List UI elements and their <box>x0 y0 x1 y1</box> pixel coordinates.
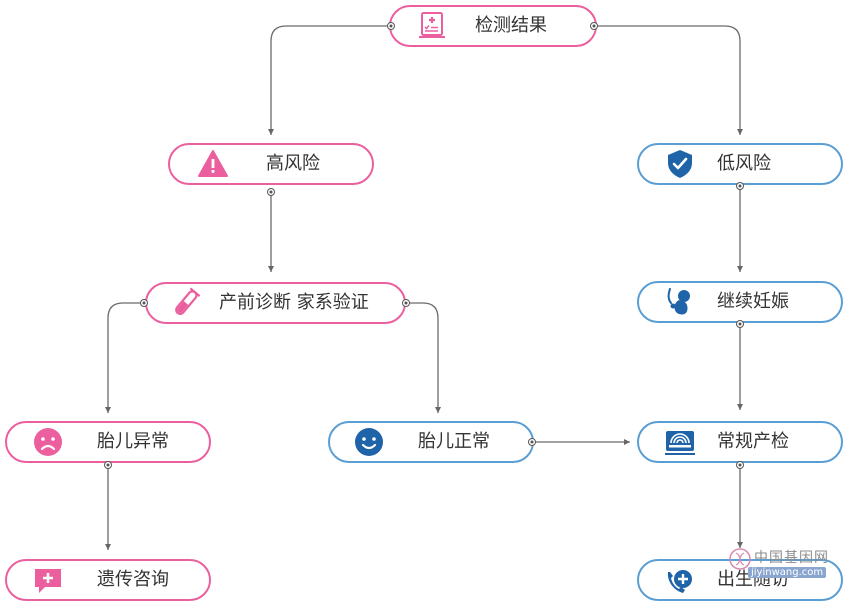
phone-plus-icon <box>667 570 692 593</box>
node-prenatal-diagnosis-label: 产前诊断 家系验证 <box>219 292 369 313</box>
fetus-icon <box>667 288 690 315</box>
port-result-left <box>387 22 395 30</box>
port-routine-bottom <box>736 461 744 469</box>
node-genetic-counseling-label: 遗传咨询 <box>97 569 169 590</box>
node-fetal-normal-label: 胎儿正常 <box>418 431 490 452</box>
node-result-label: 检测结果 <box>475 15 547 36</box>
port-high-bottom <box>267 188 275 196</box>
test-tube-icon <box>175 287 201 315</box>
port-abnormal-bottom <box>104 461 112 469</box>
chat-plus-icon <box>35 569 61 593</box>
node-routine-checkup: 常规产检 <box>637 421 843 463</box>
edge-prenatal-normal <box>405 302 441 413</box>
watermark-logo-icon <box>729 548 751 570</box>
node-high-risk-label: 高风险 <box>266 153 320 174</box>
node-fetal-abnormal-label: 胎儿异常 <box>97 431 169 452</box>
warning-icon <box>198 150 228 177</box>
edge-result-low <box>594 25 743 135</box>
report-icon <box>419 12 445 38</box>
port-result-right <box>590 22 598 30</box>
node-high-risk: 高风险 <box>168 143 374 185</box>
port-prenatal-left <box>140 299 148 307</box>
node-result: 检测结果 <box>389 5 597 47</box>
sad-face-icon <box>34 428 62 456</box>
ultrasound-icon <box>665 431 695 455</box>
node-genetic-counseling: 遗传咨询 <box>5 559 211 601</box>
node-routine-checkup-label: 常规产检 <box>717 431 789 452</box>
watermark: 中国基因网 jiyinwang.com <box>728 547 838 587</box>
port-low-bottom <box>736 182 744 190</box>
port-prenatal-right <box>402 299 410 307</box>
node-fetal-normal: 胎儿正常 <box>328 421 534 463</box>
node-fetal-abnormal: 胎儿异常 <box>5 421 211 463</box>
node-low-risk-label: 低风险 <box>717 153 771 174</box>
node-continue-pregnancy-label: 继续妊娠 <box>717 291 789 312</box>
port-continue-bottom <box>736 320 744 328</box>
port-normal-right <box>528 438 536 446</box>
edge-prenatal-abnormal <box>105 302 144 413</box>
watermark-text: 中国基因网 <box>754 550 829 566</box>
edge-result-high <box>268 25 391 135</box>
shield-check-icon <box>668 150 692 178</box>
node-low-risk: 低风险 <box>637 143 843 185</box>
watermark-url: jiyinwang.com <box>748 567 827 578</box>
node-prenatal-diagnosis: 产前诊断 家系验证 <box>145 282 406 324</box>
node-continue-pregnancy: 继续妊娠 <box>637 281 843 323</box>
smile-face-icon <box>355 428 383 456</box>
